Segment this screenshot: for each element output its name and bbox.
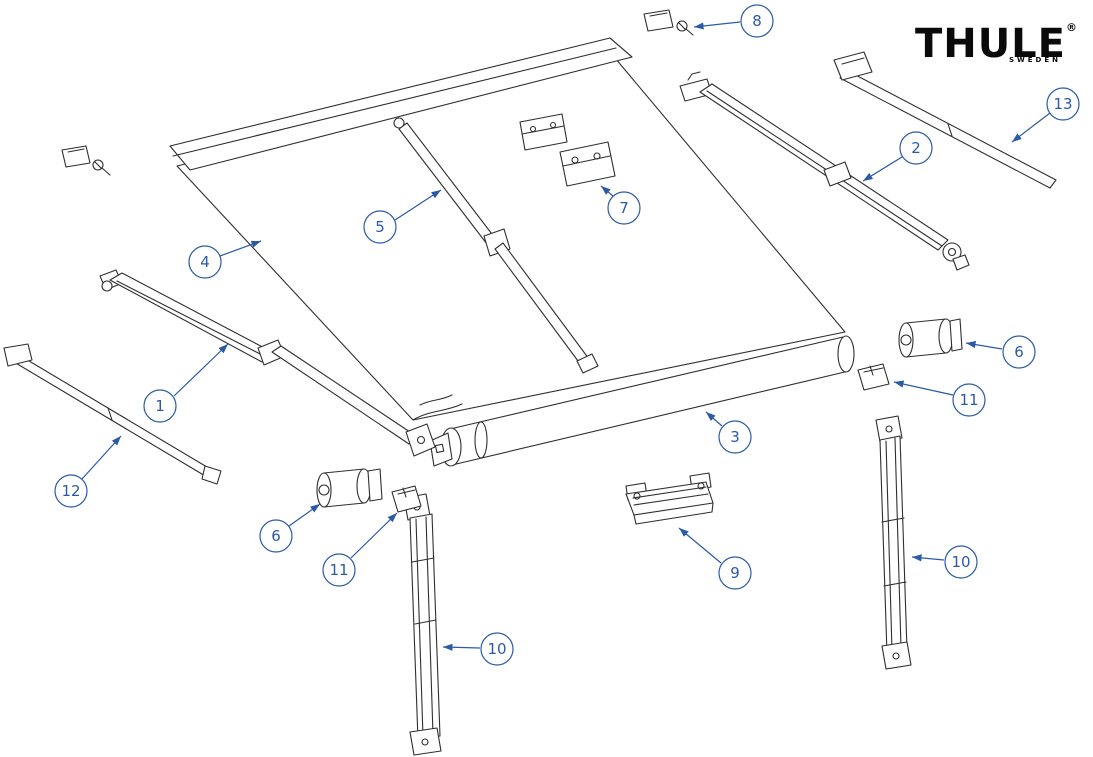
callout-1-number: 1 xyxy=(155,397,165,415)
callout-8: 8 xyxy=(693,4,774,38)
line-art xyxy=(3,9,1057,756)
part-end-cap-left xyxy=(316,468,383,508)
callout-11-left: 11 xyxy=(322,512,398,587)
part-clamp-bracket-right xyxy=(857,363,890,391)
part-mounting-plates xyxy=(519,113,616,187)
callout-12: 12 xyxy=(54,435,122,508)
callout-3: 3 xyxy=(705,411,752,454)
callout-11-right: 11 xyxy=(893,380,986,417)
callout-6-right: 6 xyxy=(965,335,1036,369)
callout-6-right-number: 6 xyxy=(1014,343,1024,361)
callout-10-right: 10 xyxy=(911,545,978,579)
part-tension-rafter xyxy=(393,117,599,374)
part-rail-adapter xyxy=(625,472,714,525)
callouts: 8 13 2 7 5 xyxy=(54,4,1080,666)
callout-10-right-number: 10 xyxy=(951,553,970,571)
part-clamp-bracket-left xyxy=(391,485,422,513)
part-end-cap-right xyxy=(898,318,963,358)
part-support-leg-right xyxy=(875,415,912,670)
callout-7-number: 7 xyxy=(619,199,629,217)
callout-10-left-number: 10 xyxy=(487,640,506,658)
callout-5-number: 5 xyxy=(375,218,385,236)
part-bracket-screw-top xyxy=(643,9,694,36)
logo-subtitle: SWEDEN xyxy=(1009,56,1061,64)
callout-12-number: 12 xyxy=(61,482,80,500)
callout-9-number: 9 xyxy=(730,564,740,582)
callout-13: 13 xyxy=(1011,87,1080,143)
part-support-leg-left xyxy=(403,493,442,756)
callout-9: 9 xyxy=(678,527,752,590)
part-support-arm-right xyxy=(679,71,970,271)
callout-3-number: 3 xyxy=(730,428,740,446)
part-bracket-screw-left xyxy=(61,145,111,176)
callout-8-number: 8 xyxy=(752,12,762,30)
callout-2: 2 xyxy=(862,131,933,182)
callout-4-number: 4 xyxy=(200,253,210,271)
callout-2-number: 2 xyxy=(911,139,921,157)
part-support-arm-left xyxy=(99,269,436,457)
part-lead-rail-left xyxy=(3,343,222,485)
callout-5: 5 xyxy=(363,189,442,244)
callout-13-number: 13 xyxy=(1053,95,1072,113)
callout-6-left: 6 xyxy=(259,503,321,553)
callout-7: 7 xyxy=(600,185,641,225)
part-canopy-fabric xyxy=(169,37,846,421)
logo-registered-mark: ® xyxy=(1066,21,1077,34)
callout-1: 1 xyxy=(143,343,229,423)
thule-logo: THULE® SWEDEN xyxy=(914,21,1077,67)
callout-11-left-number: 11 xyxy=(329,561,348,579)
callout-4: 4 xyxy=(188,240,262,279)
callout-11-right-number: 11 xyxy=(959,391,978,409)
logo-brand-text: THULE xyxy=(914,21,1066,67)
callout-6-left-number: 6 xyxy=(271,527,281,545)
callout-10-left: 10 xyxy=(442,632,514,666)
part-lead-rail-right xyxy=(833,51,1057,189)
part-roller-tube xyxy=(429,335,855,467)
